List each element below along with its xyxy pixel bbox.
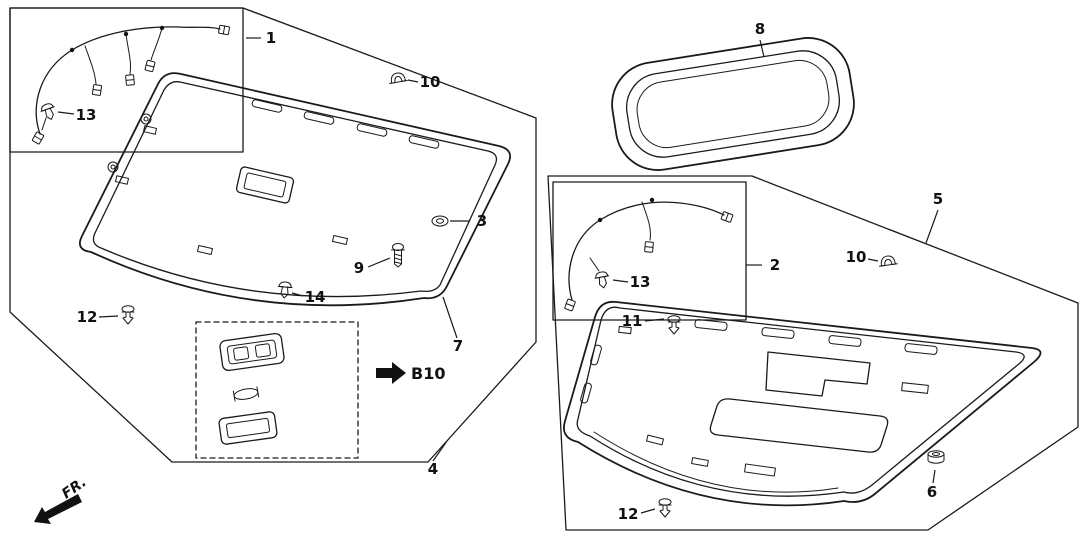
push-pin-clip-icon [667,315,681,335]
band-clip-icon [387,71,408,85]
b10-label: B10 [411,364,445,383]
connector-icon [125,74,135,86]
callout-13-left-label: 13 [76,106,97,124]
callout-12-left: 12 [77,308,119,326]
callout-2-label: 2 [770,256,780,274]
fr-block-arrow-icon [34,494,82,524]
callout-8-label: 8 [755,20,765,38]
roof-wire-harness-left [31,24,231,145]
connector-icon [564,298,576,312]
harness-clip-icon [276,280,293,300]
connector-icon [720,211,734,223]
spotlight-detail-box [195,321,359,459]
b10-reference: B10 [376,362,445,384]
callout-11-label: 11 [622,312,643,330]
spotlight-bulb [232,386,260,402]
plug-grommet-icon [927,450,945,464]
callout-1-label: 1 [266,29,276,47]
callout-3-label: 3 [477,212,487,230]
callout-3: 3 [450,212,487,230]
callout-14-label: 14 [305,288,326,306]
connector-icon [91,83,103,97]
callout-6-label: 6 [927,483,937,501]
callout-13-right: 13 [612,273,651,291]
connector-icon [31,131,45,145]
harness-clip-icon [593,270,612,290]
callout-12-left-label: 12 [77,308,98,326]
grommet-icon [431,215,449,227]
right-assembly-frame [547,175,1079,531]
connector-icon [644,241,654,253]
fr-direction-indicator: FR. [34,474,90,524]
callout-7: 7 [442,296,463,355]
callout-5-label: 5 [933,190,943,208]
right-block-arrow-icon [376,362,406,384]
roof-wire-harness-right [564,197,734,312]
connector-icon [217,24,231,36]
panel-vent-slots-right [580,319,938,404]
screw-icon [391,243,405,268]
callout-9: 9 [354,257,391,277]
callout-14: 14 [291,288,326,306]
push-pin-clip-icon [121,305,135,325]
panel-vent-slots-left [251,99,440,149]
push-pin-clip-icon [658,498,672,518]
sunroof-opening [709,398,889,453]
callout-11: 11 [622,312,665,330]
harness-inset-box-right [552,181,747,321]
map-light-opening [235,166,295,204]
callout-10-right-label: 10 [846,248,867,266]
panel-holes-right [618,325,929,477]
callout-13-left: 13 [57,106,97,124]
callout-1: 1 [246,29,276,47]
callout-4: 4 [428,440,448,478]
sunroof-seal [611,37,855,171]
spotlight-bezel-upper [219,332,285,372]
left-headliner-panel [79,72,511,307]
callout-13-right-label: 13 [630,273,651,291]
callout-9-label: 9 [354,259,364,277]
sunroof-cutline-mark [765,351,871,397]
callout-2: 2 [746,256,780,274]
callout-5: 5 [925,190,943,244]
harness-inset-box-left [9,7,244,153]
callout-7-label: 7 [453,337,463,355]
left-assembly-frame [9,7,537,463]
callout-4-label: 4 [428,460,438,478]
connector-icon [144,59,156,73]
panel-mount-holes-left [107,113,348,255]
callout-10-left: 10 [407,73,441,91]
callout-10-left-label: 10 [420,73,441,91]
callout-12-right: 12 [618,505,656,523]
callout-12-right-label: 12 [618,505,639,523]
callout-8: 8 [755,20,765,58]
band-clip-icon [877,254,898,267]
spotlight-bezel-lower [218,411,278,445]
callout-10-right: 10 [846,248,879,266]
harness-clip-icon [38,101,59,123]
callout-6: 6 [927,469,937,501]
right-headliner-panel [563,300,1042,507]
